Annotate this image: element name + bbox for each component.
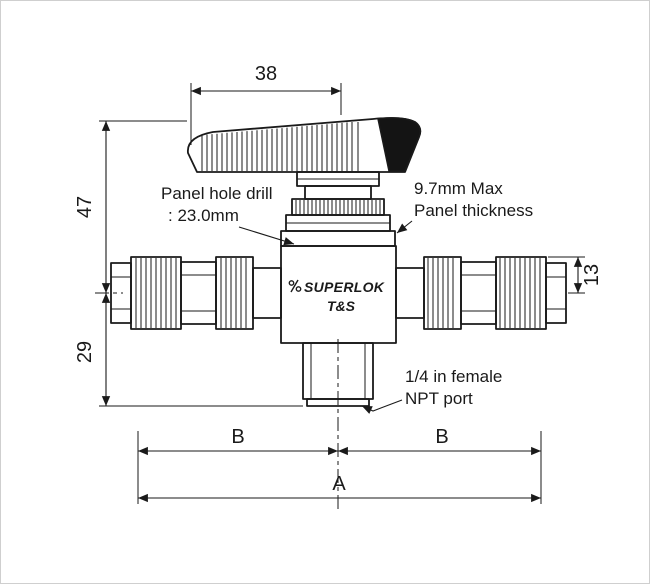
annotation-npt-port: 1/4 in female NPT port	[361, 367, 502, 414]
dimension-29: 29	[74, 293, 303, 407]
handle-tip	[377, 117, 422, 172]
panel-hole-line1: Panel hole drill	[161, 184, 273, 203]
right-fitting	[395, 256, 567, 330]
right-neck	[395, 267, 425, 319]
left-fitting	[110, 256, 282, 330]
left-nut-outer-hatch	[135, 258, 177, 328]
dim-label-29: 29	[74, 341, 96, 363]
panel-thickness-leader	[396, 220, 413, 234]
dim-label-47: 47	[74, 196, 96, 218]
npt-line2: NPT port	[405, 389, 473, 408]
lock-ring	[280, 230, 396, 247]
dim-label-b-left: B	[231, 426, 244, 448]
panel-nut-knurl-hatch	[295, 200, 381, 214]
dim-label-38: 38	[255, 63, 277, 85]
panel-nut-knurl	[291, 198, 385, 216]
dim-label-a: A	[332, 473, 346, 495]
npt-leader	[361, 399, 403, 414]
left-neck	[252, 267, 282, 319]
annotation-panel-hole: Panel hole drill : 23.0mm	[161, 184, 295, 246]
annotation-panel-thickness: 9.7mm Max Panel thickness	[396, 179, 533, 234]
right-tube-stub	[545, 262, 567, 324]
superlok-logo-icon	[288, 279, 302, 293]
npt-line1: 1/4 in female	[405, 367, 502, 386]
right-nut-inner-hatch	[427, 258, 454, 328]
dimension-b-a: B B A	[137, 426, 542, 504]
brand-name: SUPERLOK	[304, 279, 385, 295]
panel-hole-line2: : 23.0mm	[168, 206, 239, 225]
left-nut-inner-hatch	[220, 258, 247, 328]
panel-hole-leader	[238, 226, 295, 246]
dim-label-b-right: B	[435, 426, 448, 448]
panel-thickness-line1: 9.7mm Max	[414, 179, 503, 198]
handle-knurl-hatch	[201, 122, 353, 171]
panel-thickness-line2: Panel thickness	[414, 201, 533, 220]
left-nut-inner	[215, 256, 254, 330]
dimension-13: 13	[548, 256, 603, 294]
right-nut-outer	[495, 256, 547, 330]
bonnet	[304, 185, 372, 200]
valve-handle	[187, 117, 422, 173]
right-mid-ring	[460, 261, 497, 325]
dimension-38: 38	[190, 63, 342, 145]
left-mid-ring	[180, 261, 217, 325]
brand-series: T&S	[327, 298, 356, 314]
valve-body: SUPERLOK T&S	[280, 245, 397, 344]
right-nut-outer-hatch	[499, 258, 541, 328]
dim-label-13: 13	[581, 264, 603, 286]
dimension-47: 47	[74, 120, 187, 293]
stem-and-panel-nut	[280, 171, 396, 247]
